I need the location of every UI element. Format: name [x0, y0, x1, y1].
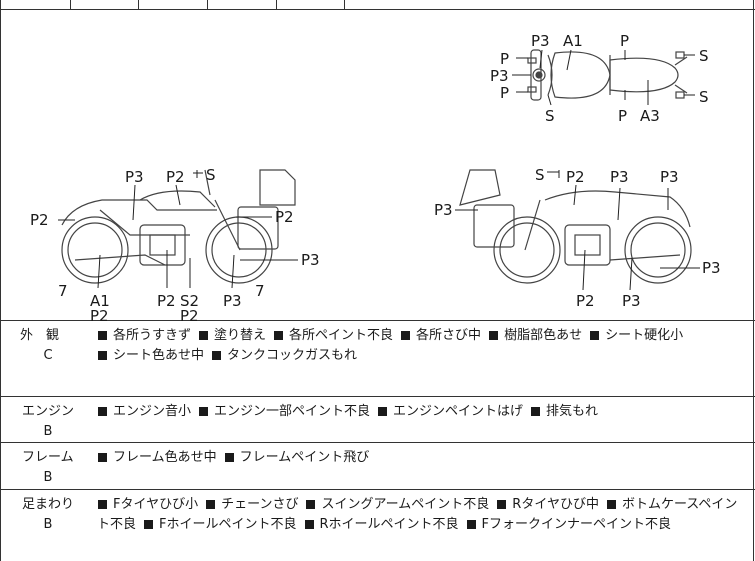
category-grade: B	[43, 470, 53, 485]
label-right-p3-rear-top: P3	[660, 168, 679, 186]
top-view-motorcycle	[527, 49, 688, 101]
list-item: エンジン一部ペイント不良	[214, 404, 371, 419]
list-item: シート硬化小	[605, 328, 684, 343]
right-side-motorcycle	[459, 169, 692, 284]
label-left-p2-top: P2	[166, 168, 185, 186]
list-item: タンクコックガスもれ	[227, 348, 358, 363]
category-name: 外 観	[20, 328, 60, 343]
label-top-p-upper: P	[620, 32, 629, 50]
list-item: Fホイールペイント不良	[159, 517, 297, 532]
label-left-p2-engine: P2	[157, 292, 176, 310]
list-item: Fフォークインナーペイント不良	[481, 517, 672, 532]
label-right-s: S	[535, 166, 545, 184]
item-list: フレーム色あせ中 フレームペイント飛び	[98, 448, 747, 468]
label-left-p2-bottom: P2	[90, 307, 109, 321]
label-left-p2-rear: P2	[30, 211, 49, 229]
label-left-7-rear: 7	[58, 282, 68, 300]
label-right-p3-wheel: P3	[702, 259, 721, 277]
list-item: スイングアームペイント不良	[321, 497, 490, 512]
list-item: 各所さび中	[416, 328, 482, 343]
item-list: エンジン音小 エンジン一部ペイント不良 エンジンペイントはげ 排気もれ	[98, 402, 747, 422]
list-item: 排気もれ	[546, 404, 599, 419]
label-top-s-right-upper: S	[699, 47, 709, 65]
label-left-a1: A1	[90, 292, 110, 310]
label-top-s-right-lower: S	[699, 88, 709, 106]
list-item: フレーム色あせ中	[113, 450, 217, 465]
list-item: シート色あせ中	[113, 348, 205, 363]
list-item: 塗り替え	[214, 328, 267, 343]
list-item: フレームペイント飛び	[239, 450, 370, 465]
label-right-p2-top: P2	[566, 168, 585, 186]
category-cell: 外 観 C	[0, 321, 92, 366]
label-left-p2-lower: P2	[180, 307, 199, 321]
list-item: エンジンペイントはげ	[393, 404, 524, 419]
category-name: エンジン	[22, 404, 75, 419]
list-item: ト不良	[97, 517, 137, 532]
label-top-p-left: P	[500, 50, 509, 68]
list-item: 各所ペイント不良	[289, 328, 394, 343]
label-right-p3-top: P3	[610, 168, 629, 186]
category-cell: フレーム B	[0, 443, 92, 488]
list-item: ボトムケースペイン	[621, 497, 738, 512]
list-item: エンジン音小	[113, 404, 192, 419]
label-left-p3-top: P3	[125, 168, 144, 186]
list-item: Fタイヤひび小	[113, 497, 199, 512]
label-top-p3-left: P3	[490, 67, 509, 85]
label-left-s: S	[206, 166, 216, 184]
category-name: フレーム	[22, 450, 74, 465]
row-exterior: 外 観 C 各所うすきず 塗り替え 各所ペイント不良 各所さび中 樹脂部色あせ シート硬化…	[0, 321, 755, 397]
label-left-7-front: 7	[255, 282, 265, 300]
item-list: 各所うすきず 塗り替え 各所ペイント不良 各所さび中 樹脂部色あせ シート硬化小 シート色…	[98, 326, 747, 366]
category-cell: 足まわり B	[0, 490, 92, 535]
row-suspension: 足まわり B Fタイヤひび小 チェーンさび スイングアームペイント不良 Rタイヤひび中…	[0, 490, 755, 561]
list-item: 各所うすきず	[113, 328, 192, 343]
label-right-p3-case: P3	[434, 201, 453, 219]
item-list: Fタイヤひび小 チェーンさび スイングアームペイント不良 Rタイヤひび中 ボトムケースペ…	[97, 495, 747, 532]
category-grade: C	[43, 348, 53, 363]
label-right-p2-bottom: P2	[576, 292, 595, 310]
motorcycle-damage-diagram: P3 A1 P P P3 P S S S P A3 P3 P2 S P2 P2 …	[0, 10, 755, 321]
label-top-p3: P3	[531, 32, 550, 50]
label-left-p3-wheel: P3	[301, 251, 320, 269]
label-top-p-bottom: P	[618, 107, 627, 125]
left-side-motorcycle	[61, 169, 296, 284]
category-name: 足まわり	[22, 497, 75, 512]
label-right-p3-bottom: P3	[622, 292, 641, 310]
category-cell: エンジン B	[0, 397, 92, 442]
label-left-p2-front: P2	[275, 208, 294, 226]
label-top-s-bottom: S	[545, 107, 555, 125]
label-left-s2: S2	[180, 292, 199, 310]
diagram-labels: P3 A1 P P P3 P S S S P A3 P3 P2 S P2 P2 …	[30, 32, 721, 321]
list-item: Rホイールペイント不良	[319, 517, 459, 532]
category-grade: B	[43, 424, 53, 439]
row-engine: エンジン B エンジン音小 エンジン一部ペイント不良 エンジンペイントはげ 排気もれ	[0, 397, 755, 443]
list-item: Rタイヤひび中	[512, 497, 599, 512]
row-frame: フレーム B フレーム色あせ中 フレームペイント飛び	[0, 443, 755, 490]
label-left-p3-fork: P3	[223, 292, 242, 310]
label-top-a1: A1	[563, 32, 583, 50]
list-item: 樹脂部色あせ	[504, 328, 583, 343]
label-top-a3: A3	[640, 107, 660, 125]
list-item: チェーンさび	[221, 497, 299, 512]
top-table-edge	[0, 0, 755, 10]
diagram-svg: P3 A1 P P P3 P S S S P A3 P3 P2 S P2 P2 …	[30, 32, 721, 321]
category-grade: B	[43, 517, 53, 532]
label-top-p-lower: P	[500, 84, 509, 102]
